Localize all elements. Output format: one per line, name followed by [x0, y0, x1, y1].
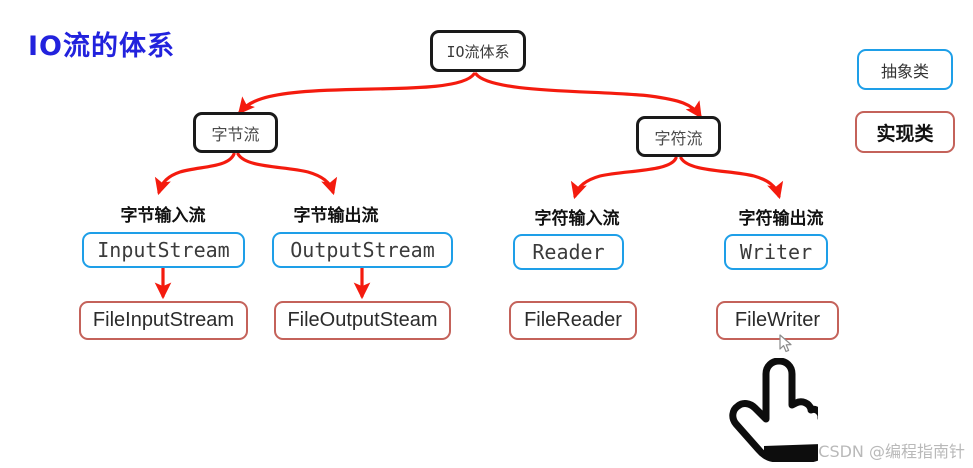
- node-root[interactable]: IO流体系: [430, 30, 526, 72]
- caption-char-input: 字符输入流: [534, 209, 620, 229]
- edge-bytestream-to-byte-output: [236, 152, 338, 196]
- edge-root-to-charstream: [474, 72, 702, 119]
- node-filereader-label: FileReader: [524, 309, 622, 331]
- edge-root-to-bytestream: [237, 72, 476, 115]
- caption-byte-output: 字节输出流: [293, 206, 379, 226]
- node-reader[interactable]: Reader: [513, 234, 624, 270]
- watermark: CSDN @编程指南针: [818, 442, 965, 461]
- node-filewriter[interactable]: FileWriter: [716, 301, 839, 340]
- node-root-label: IO流体系: [446, 42, 510, 61]
- node-bytestream-label: 字节流: [211, 124, 260, 144]
- legend-abstract-class: 抽象类: [857, 49, 953, 90]
- node-reader-label: Reader: [532, 240, 605, 264]
- legend-impl-class-label: 实现类: [876, 122, 934, 145]
- node-fileinputstream[interactable]: FileInputStream: [79, 301, 248, 340]
- node-writer[interactable]: Writer: [724, 234, 828, 270]
- node-fileoutputsteam[interactable]: FileOutputSteam: [274, 301, 451, 340]
- caption-byte-input: 字节输入流: [120, 206, 206, 226]
- node-charstream[interactable]: 字符流: [636, 116, 721, 157]
- edge-bytestream-to-byte-input: [154, 152, 236, 196]
- node-outputstream[interactable]: OutputStream: [272, 232, 453, 268]
- pointing-hand-cursor: [729, 358, 818, 462]
- arrow-cursor: [779, 334, 792, 353]
- node-writer-label: Writer: [739, 240, 813, 264]
- node-inputstream[interactable]: InputStream: [82, 232, 245, 268]
- legend-impl-class: 实现类: [855, 111, 955, 153]
- page-title: IO流的体系: [28, 31, 175, 62]
- node-filewriter-label: FileWriter: [734, 309, 821, 331]
- node-filereader[interactable]: FileReader: [509, 301, 637, 340]
- node-fileoutputsteam-label: FileOutputSteam: [287, 309, 438, 331]
- edge-charstream-to-char-output: [679, 156, 784, 200]
- node-outputstream-label: OutputStream: [290, 238, 435, 262]
- caption-char-output: 字符输出流: [738, 209, 824, 229]
- node-inputstream-label: InputStream: [97, 238, 230, 262]
- node-bytestream[interactable]: 字节流: [193, 112, 278, 153]
- node-fileinputstream-label: FileInputStream: [92, 309, 235, 331]
- edge-charstream-to-char-input: [570, 156, 678, 200]
- legend-abstract-class-label: 抽象类: [880, 61, 929, 81]
- node-charstream-label: 字符流: [654, 128, 703, 148]
